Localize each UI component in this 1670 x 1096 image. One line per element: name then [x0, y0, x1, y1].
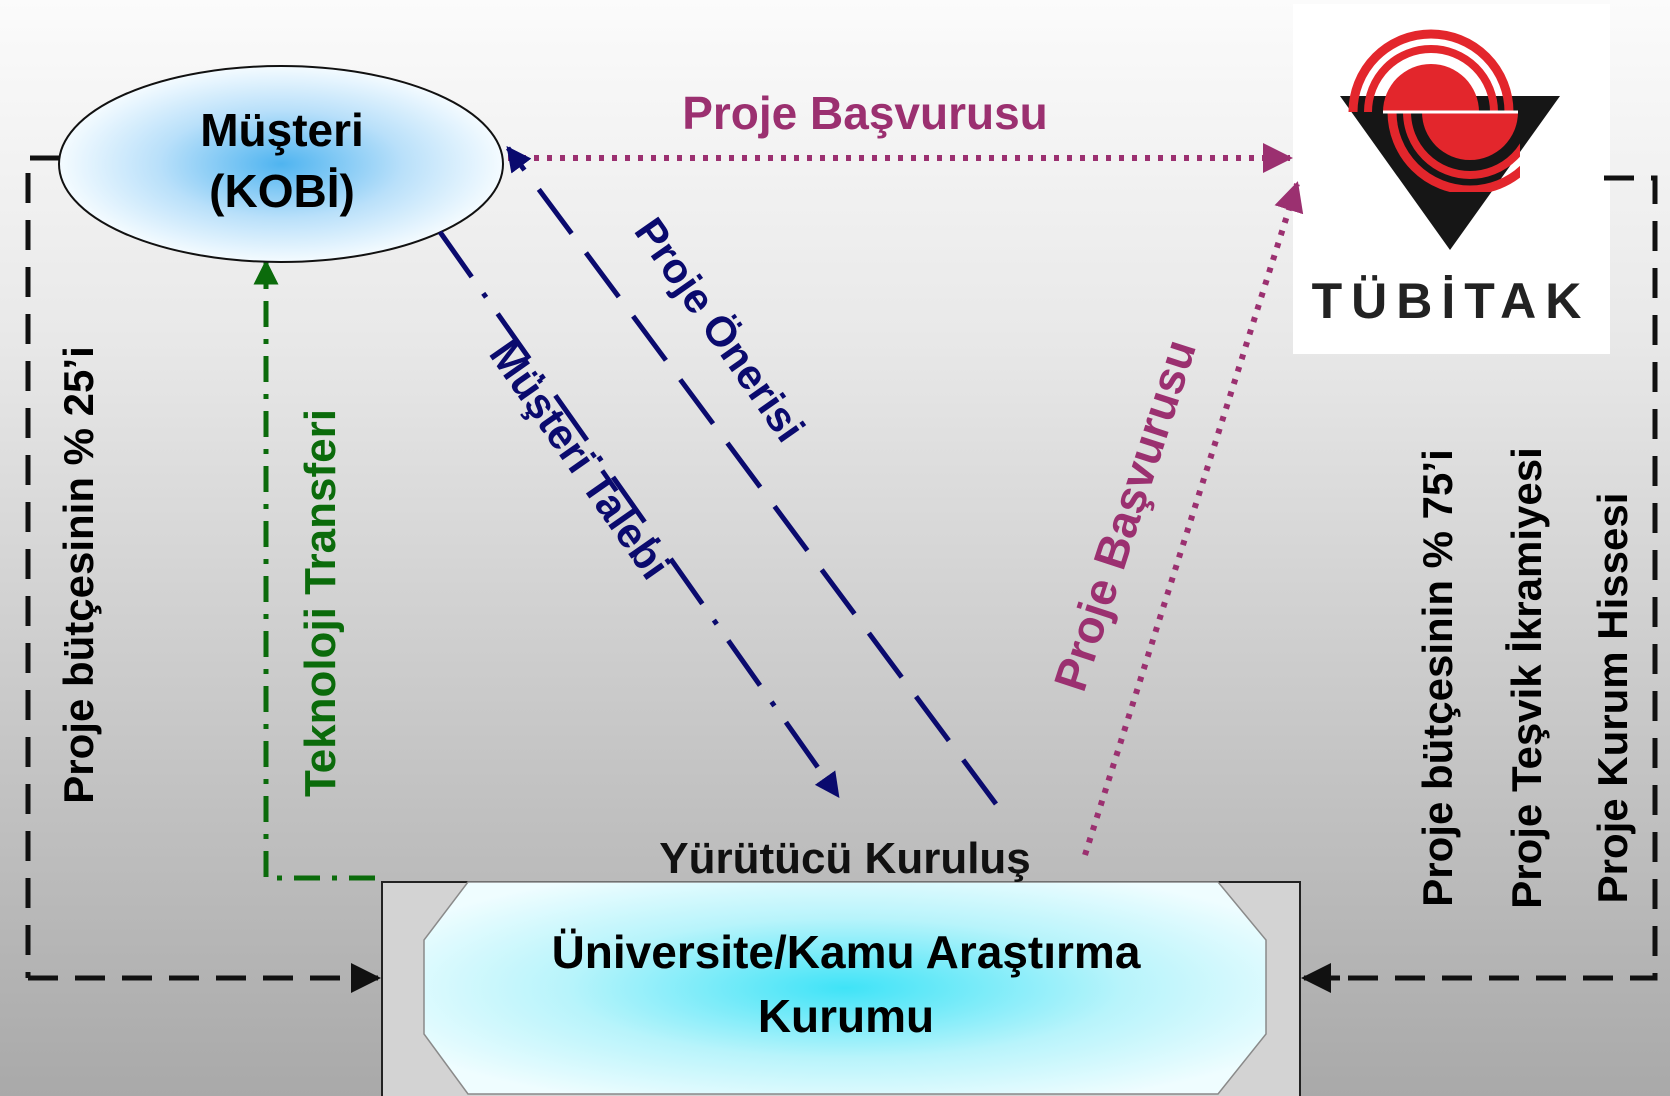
executor-label: Yürütücü Kuruluş	[659, 834, 1031, 883]
budget-25-flow	[25, 155, 381, 993]
university-octagon	[423, 881, 1267, 1095]
tech-transfer-flow	[253, 259, 375, 881]
application-arrow-diag	[1082, 181, 1304, 856]
project-proposal-label: Proje Önerisi	[626, 209, 814, 450]
budget-75-flow	[1301, 175, 1658, 993]
customer-node	[58, 65, 504, 263]
tech-transfer-label: Teknoloji Transferi	[296, 409, 345, 797]
application-label-diag: Proje Başvurusu	[1044, 333, 1206, 697]
customer-request-label: Müşteri Talebi	[481, 332, 680, 588]
customer-label-line2: (KOBİ)	[209, 165, 355, 217]
tubitak-rings	[1348, 29, 1520, 192]
tubitak-wordmark: TÜBİTAK	[1312, 273, 1591, 329]
customer-request-arrow	[437, 230, 841, 799]
application-label-top: Proje Başvurusu	[682, 87, 1048, 139]
university-label-line1: Üniversite/Kamu Araştırma	[552, 926, 1141, 978]
customer-label-line1: Müşteri	[200, 104, 364, 156]
incentive-bonus-label: Proje Teşvik İkramiyesi	[1503, 447, 1550, 909]
project-proposal-arrow	[505, 145, 999, 806]
tubitak-logo: TÜBİTAK	[1293, 4, 1610, 354]
budget-75-label: Proje bütçesinin % 75’i	[1414, 449, 1461, 906]
university-label-line2: Kurumu	[758, 990, 934, 1042]
budget-25-label: Proje bütçesinin % 25’i	[55, 346, 102, 803]
institution-share-label: Proje Kurum Hissesi	[1589, 493, 1636, 904]
